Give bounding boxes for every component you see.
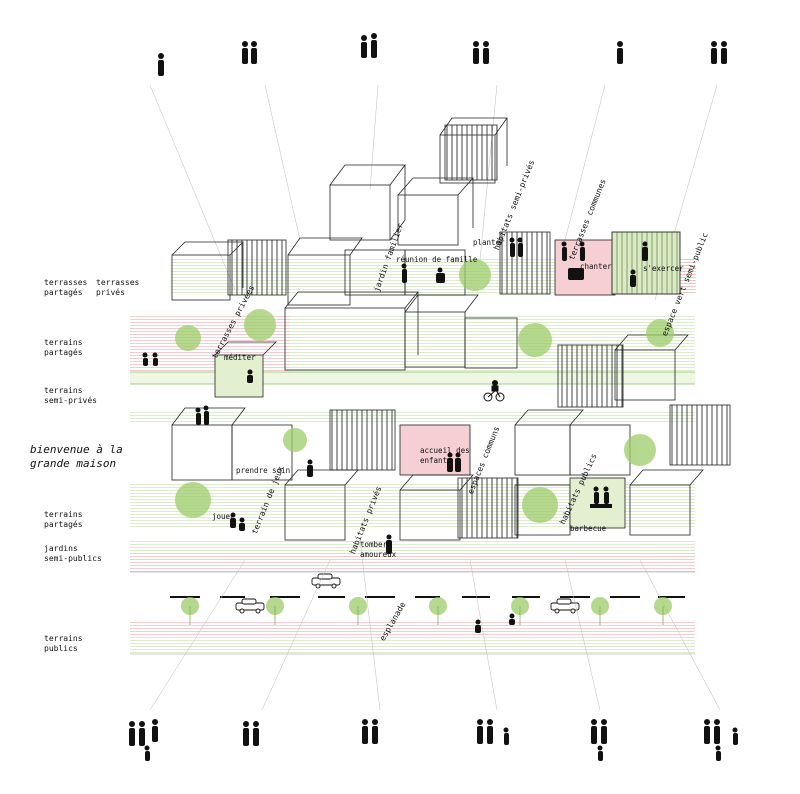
band-terrains-partages	[290, 314, 695, 372]
zone-label-terrains-semi-prives: terrains semi-privés	[44, 386, 97, 405]
building-block	[569, 424, 631, 476]
activity-label-chanter: chanter	[580, 262, 612, 271]
person-icon	[243, 721, 259, 746]
people	[129, 33, 738, 761]
band-semi-prives-2	[130, 410, 695, 424]
tree-icon	[175, 325, 201, 351]
person-icon	[704, 719, 738, 761]
person-icon	[617, 41, 623, 64]
person-icon	[590, 486, 612, 508]
zone-label-terrasses-partages: terrasses partagés	[44, 278, 88, 297]
person-icon	[473, 41, 489, 64]
person-icon	[436, 267, 445, 283]
person-icon	[591, 719, 607, 761]
slatted-facade	[499, 231, 551, 295]
band-semi-prives	[130, 372, 695, 384]
activity-label-mediter: méditer	[224, 353, 256, 362]
person-icon	[561, 241, 585, 280]
pink-room	[399, 424, 471, 476]
building-block	[284, 469, 359, 541]
zone-label-terrains-publics: terrains publics	[44, 634, 83, 653]
zone-label-terrains-partages-2: terrains partagés	[44, 510, 83, 529]
zone-label-terrains-partages: terrains partagés	[44, 338, 83, 357]
tree-icon	[244, 309, 276, 341]
slatted-facade	[444, 124, 498, 181]
person-icon	[307, 459, 313, 477]
band-publics-green	[130, 636, 695, 654]
car-icon	[235, 598, 265, 614]
person-icon	[361, 33, 377, 58]
activity-label-reunion: réunion de famille	[396, 255, 478, 264]
slatted-facade	[457, 477, 519, 539]
person-icon	[362, 719, 378, 744]
activity-label-exercer: s'exercer	[643, 264, 684, 273]
person-icon	[477, 719, 509, 745]
band-jardins	[130, 540, 695, 552]
tree-icon	[175, 482, 211, 518]
car-icon	[311, 573, 341, 589]
person-icon	[475, 613, 515, 633]
car-icons	[235, 573, 580, 614]
tree-icon	[522, 487, 558, 523]
building-block	[397, 177, 474, 246]
person-icon	[401, 263, 407, 283]
person-icon	[242, 41, 257, 64]
tree-icon	[518, 323, 552, 357]
bicycle-icon	[483, 380, 505, 402]
slatted-facade	[329, 409, 396, 471]
activity-label-prendre-soin: prendre soin	[236, 466, 291, 475]
building-block	[629, 469, 704, 536]
person-icon	[158, 53, 164, 76]
tree-icon	[624, 434, 656, 466]
tree-icon	[459, 259, 491, 291]
tree-icon	[283, 428, 307, 452]
trees	[175, 259, 674, 615]
activity-label-accueil: accueil des enfants	[420, 446, 470, 465]
building-block	[329, 164, 406, 241]
tree-icon	[646, 319, 674, 347]
person-icon	[509, 237, 523, 257]
activity-label-tomber: tomber amoureux	[360, 540, 397, 559]
building-block	[464, 317, 518, 369]
car-icon	[550, 598, 580, 614]
mediter-room	[214, 354, 264, 398]
tree-trunks	[189, 606, 664, 625]
perspective-rays	[149, 84, 721, 711]
person-icon	[142, 352, 158, 366]
zone-label-jardins-semi-publics: jardins semi-publics	[44, 544, 102, 563]
activity-label-barbecue: barbecue	[570, 524, 607, 533]
slatted-facade	[669, 404, 731, 466]
activity-label-jouer: jouer	[212, 512, 235, 521]
person-icon	[447, 452, 461, 472]
person-icon	[230, 512, 245, 531]
band-publics-pink	[130, 620, 695, 636]
building-block	[287, 237, 363, 306]
activity-label-planter: planter	[473, 238, 505, 247]
slatted-facade	[557, 344, 624, 408]
diagram-title: bienvenue à la grande maison	[30, 443, 123, 470]
person-icon	[630, 241, 648, 287]
zone-label-terrasses-prives: terrasses privés	[96, 278, 140, 297]
person-icon	[247, 369, 253, 383]
building-block	[231, 424, 293, 481]
person-icon	[386, 534, 392, 554]
slatted-facade	[227, 239, 287, 296]
person-icon	[195, 405, 209, 425]
person-icon	[129, 719, 158, 761]
person-icon	[711, 41, 727, 64]
band-jardins-pink	[130, 552, 695, 572]
